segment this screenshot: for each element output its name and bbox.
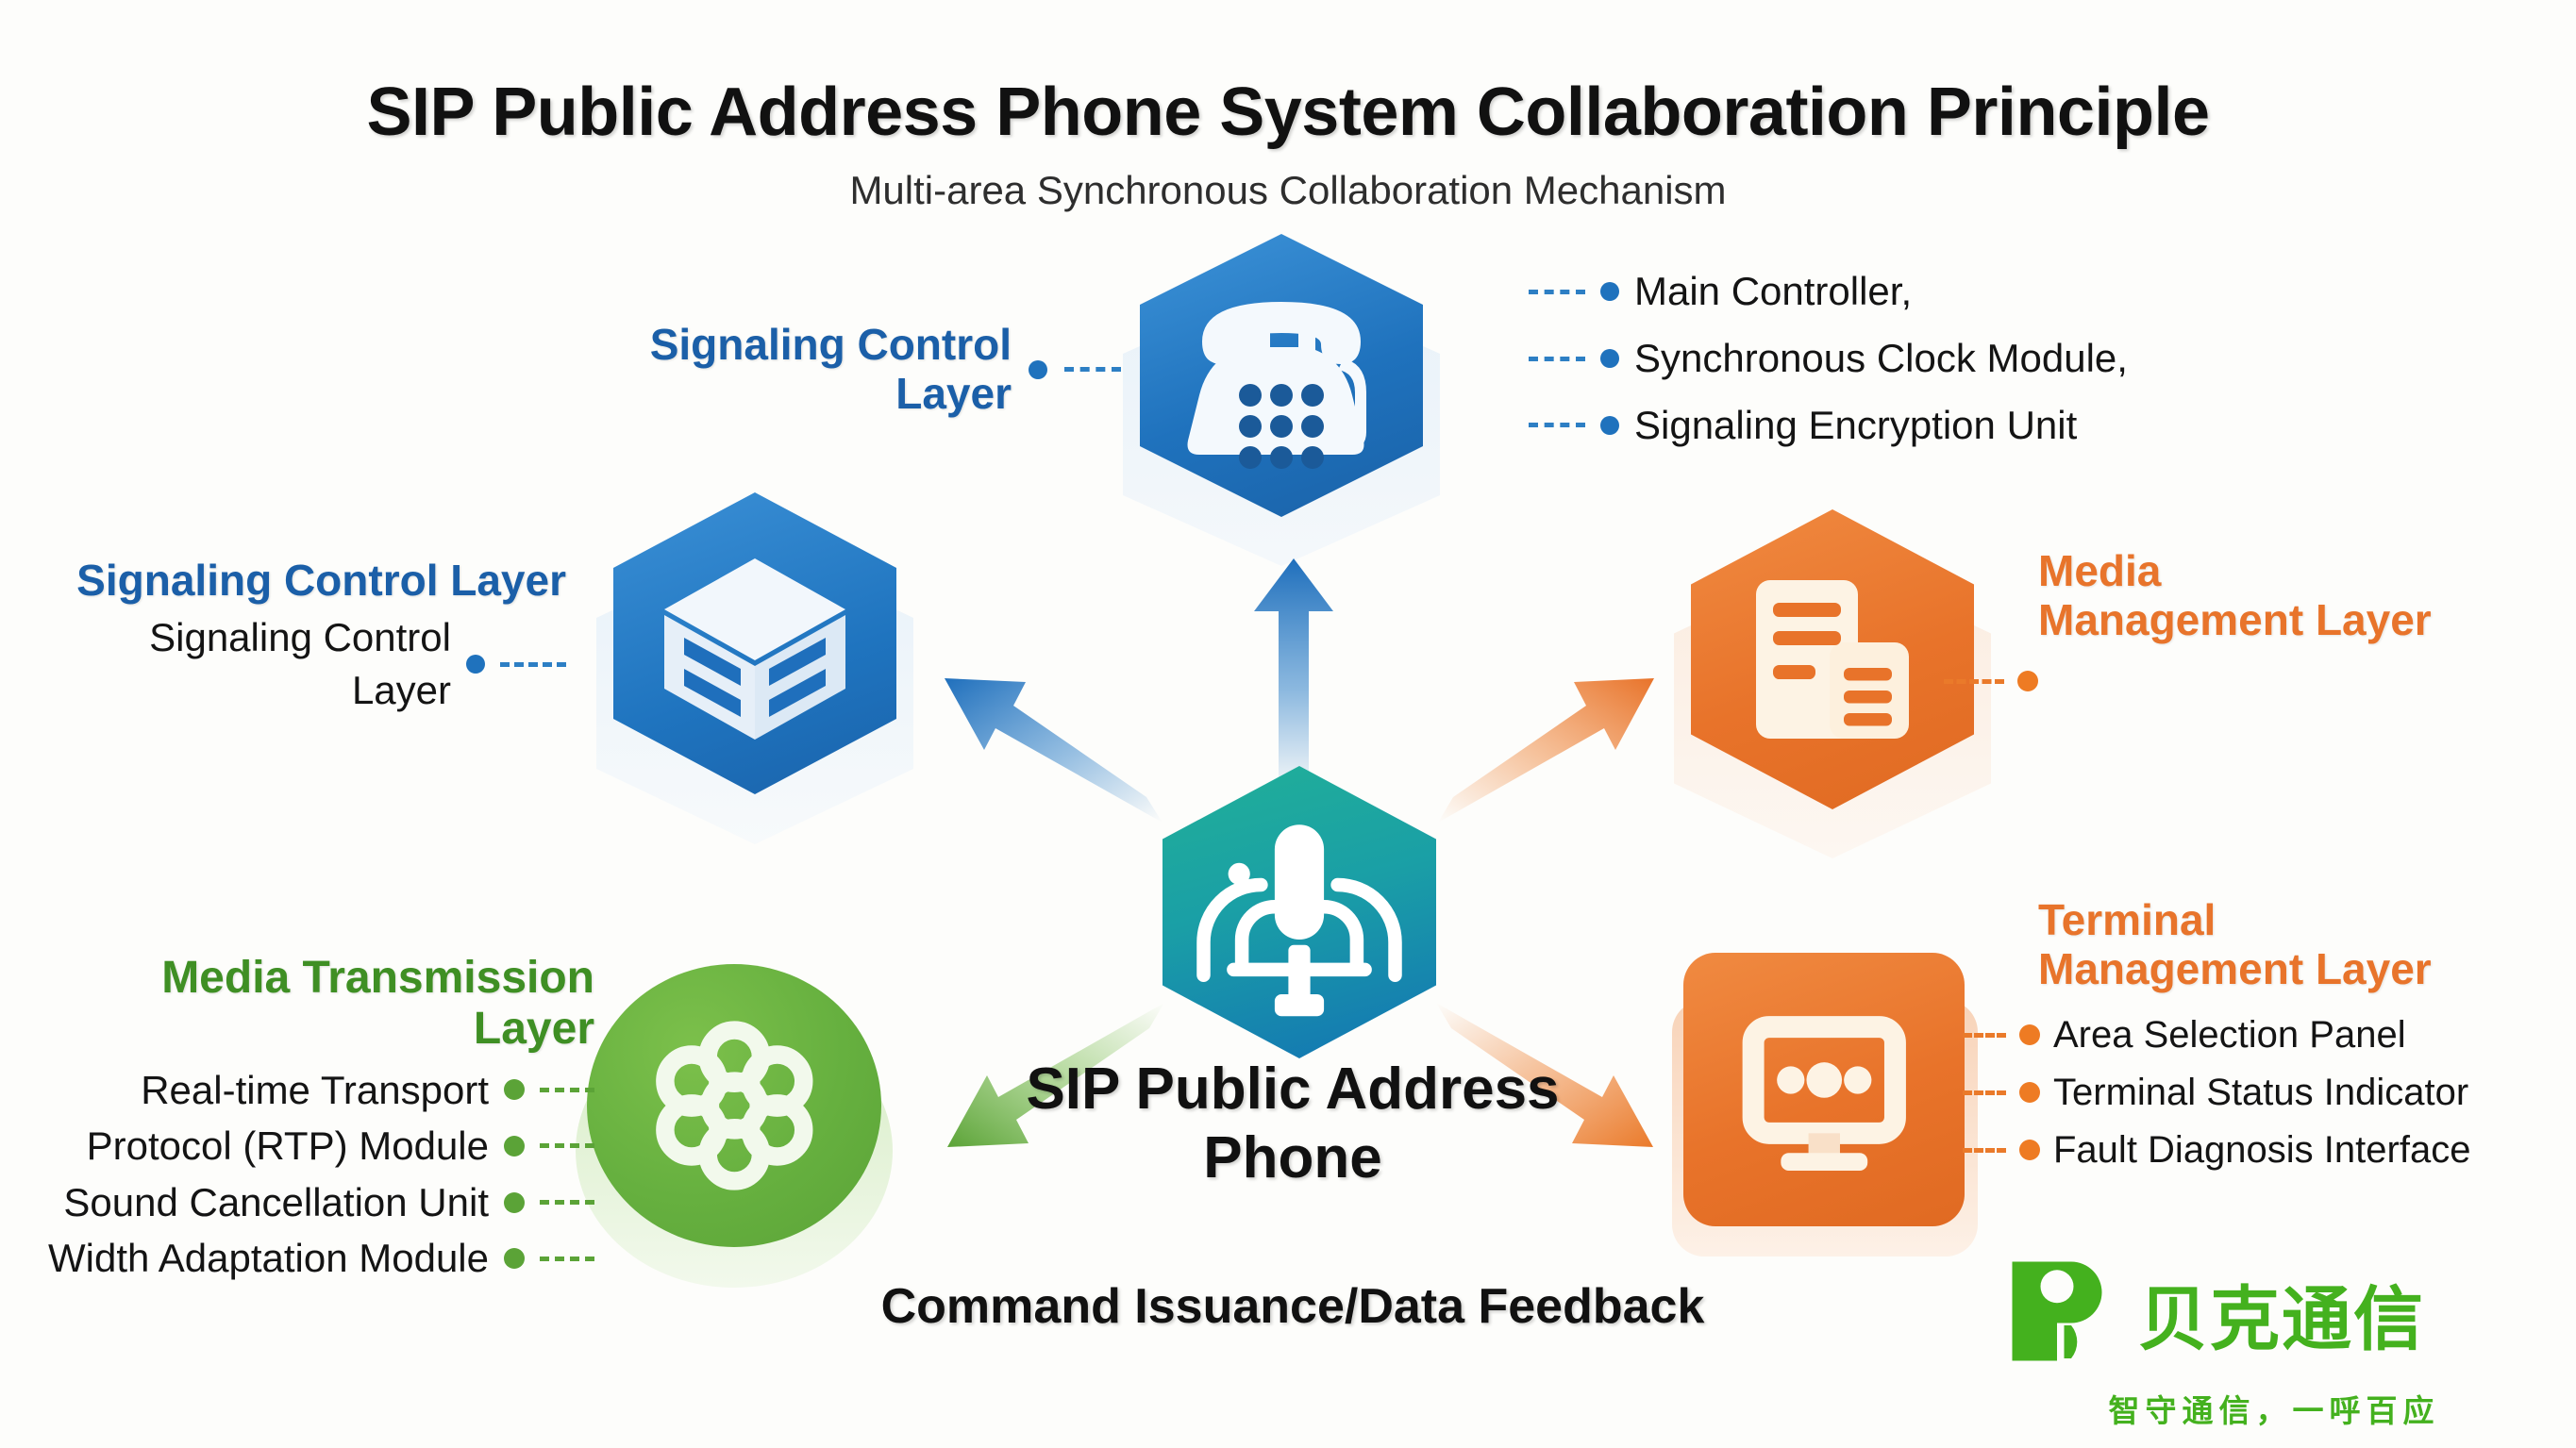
monitor-icon bbox=[1742, 1015, 1906, 1171]
connector-dash bbox=[1529, 289, 1585, 294]
center-node-label-line2: Phone bbox=[1203, 1125, 1382, 1191]
connector-dash bbox=[540, 1087, 594, 1092]
arrow-upper-right bbox=[1438, 678, 1654, 823]
bottom-caption: Command Issuance/Data Feedback bbox=[880, 1279, 1705, 1334]
group-heading-media-management-line1: Media bbox=[2038, 546, 2162, 595]
list-item: Main Controller, bbox=[1634, 269, 1913, 313]
logo-company-name: 贝克通信 bbox=[2138, 1279, 2425, 1360]
group-media-management: Media Management Layer bbox=[1944, 546, 2529, 692]
arrow-up bbox=[1254, 558, 1333, 797]
connector-dot bbox=[2019, 1082, 2040, 1104]
connector-dash bbox=[1064, 367, 1121, 373]
stacked-cube-icon bbox=[664, 558, 845, 740]
connector-dot bbox=[466, 655, 485, 674]
list-item: Terminal Status Indicator bbox=[2053, 1071, 2469, 1113]
center-node-label: SIP Public Address Phone bbox=[953, 1055, 1632, 1192]
connector-dot bbox=[504, 1079, 525, 1101]
connector-dash bbox=[500, 661, 566, 667]
node-media-management[interactable] bbox=[1691, 509, 1974, 809]
list-item: Signaling Control Layer bbox=[149, 614, 451, 713]
node-terminal-management[interactable] bbox=[1683, 953, 1965, 1226]
group-heading-media-management-line2: Management Layer bbox=[2038, 594, 2432, 644]
documents-icon bbox=[1756, 580, 1909, 739]
group-signaling-control-left: Signaling Control Layer Signaling Contro… bbox=[66, 556, 566, 718]
connector-dot bbox=[2017, 671, 2038, 692]
connector-dash bbox=[1944, 678, 2004, 684]
connector-dash bbox=[1529, 356, 1585, 361]
node-signaling-control[interactable] bbox=[1140, 234, 1423, 517]
page-title: SIP Public Address Phone System Collabor… bbox=[366, 75, 2211, 150]
beike-logo-mark bbox=[2012, 1261, 2102, 1361]
connector-dot bbox=[1600, 415, 1619, 435]
connector-dash bbox=[1529, 423, 1585, 428]
node-sip-public-address-phone[interactable] bbox=[1163, 766, 1436, 1058]
connector-dot bbox=[504, 1248, 525, 1270]
connector-dot bbox=[1600, 282, 1619, 302]
connector-dash bbox=[540, 1256, 594, 1261]
connector-dash bbox=[1963, 1032, 2006, 1038]
page-subtitle: Multi-area Synchronous Collaboration Mec… bbox=[849, 168, 1727, 212]
group-heading-terminal-line1: Terminal bbox=[2038, 895, 2216, 944]
group-media-transmission: Media Transmission Layer Real-time Trans… bbox=[47, 953, 594, 1287]
connector-dash bbox=[1963, 1090, 2006, 1095]
connector-dot bbox=[1029, 359, 1047, 379]
group-signaling-control-top: Signaling Control Layer bbox=[593, 320, 1121, 418]
connector-dash bbox=[1963, 1147, 2006, 1153]
company-logo: 贝克通信 智守通信，一呼百应 bbox=[2000, 1255, 2548, 1443]
connector-dot bbox=[504, 1135, 525, 1157]
arrow-upper-left bbox=[945, 678, 1163, 823]
group-heading-signaling-top: Signaling Control Layer bbox=[649, 320, 1012, 418]
group-heading-terminal-line2: Management Layer bbox=[2038, 943, 2432, 993]
list-item: Width Adaptation Module bbox=[48, 1236, 489, 1281]
list-item: Synchronous Clock Module, bbox=[1634, 335, 2128, 380]
desk-phone-icon bbox=[1187, 302, 1366, 469]
group-heading-media-transmission: Media Transmission Layer bbox=[161, 953, 594, 1054]
microphone-broadcast-icon bbox=[1196, 824, 1402, 1017]
connector-dot bbox=[2019, 1140, 2040, 1161]
connector-dash bbox=[540, 1143, 594, 1149]
list-item: Signaling Encryption Unit bbox=[1634, 402, 2078, 447]
group-signaling-components: Main Controller, Synchronous Clock Modul… bbox=[1529, 264, 2133, 453]
node-media-transmission[interactable] bbox=[587, 964, 881, 1247]
connector-dot bbox=[1600, 349, 1619, 369]
group-terminal-management: Terminal Management Layer Area Selection… bbox=[1963, 895, 2567, 1178]
center-node-label-line1: SIP Public Address bbox=[1026, 1057, 1560, 1122]
list-item: Sound Cancellation Unit bbox=[63, 1179, 489, 1224]
list-item: Fault Diagnosis Interface bbox=[2053, 1128, 2471, 1171]
node-left-layers[interactable] bbox=[613, 492, 896, 794]
list-item: Protocol (RTP) Module bbox=[86, 1123, 489, 1169]
connector-dot bbox=[2019, 1024, 2040, 1046]
connector-dot bbox=[504, 1191, 525, 1213]
group-heading-signaling-left: Signaling Control Layer bbox=[76, 556, 566, 605]
flower-gear-icon bbox=[655, 1021, 813, 1190]
logo-tagline: 智守通信，一呼百应 bbox=[2108, 1392, 2440, 1429]
connector-dash bbox=[540, 1200, 594, 1206]
list-item: Area Selection Panel bbox=[2053, 1014, 2406, 1057]
list-item: Real-time Transport bbox=[141, 1067, 489, 1112]
